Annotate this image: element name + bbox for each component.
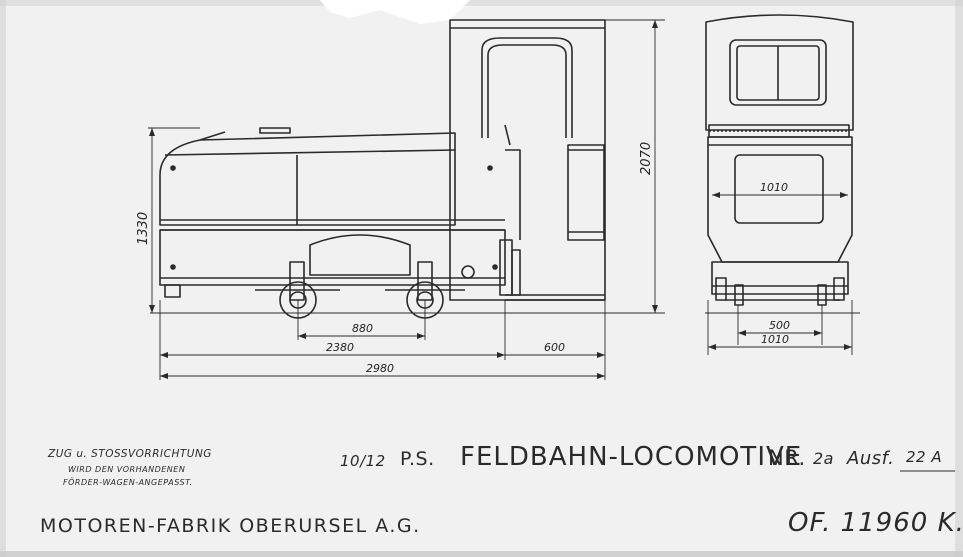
- drawing-number: OF. 11960 K.: [788, 508, 963, 538]
- front-view: [705, 14, 860, 314]
- title-power: 10/12: [340, 452, 386, 470]
- dimension-arrows: [149, 20, 852, 379]
- note-line-2: WIRD DEN VORHANDENEN: [68, 465, 186, 474]
- title-ausf-label: Ausf.: [847, 448, 895, 469]
- dimension-lines: [148, 19, 955, 472]
- dim-height-body: 1330: [136, 211, 151, 245]
- dim-width-front: 1010: [760, 181, 788, 194]
- title-nr-label: NR.: [768, 446, 806, 470]
- dim-width: 1010: [761, 333, 789, 346]
- maker-name: MOTOREN-FABRIK OBERURSEL A.G.: [40, 515, 421, 537]
- dim-total-length: 2980: [366, 362, 394, 375]
- dim-gauge: 500: [769, 319, 790, 332]
- side-view: [150, 19, 665, 319]
- note-line-3: FÖRDER-WAGEN-ANGEPASST.: [63, 478, 193, 487]
- title-nr-value: 2a: [813, 449, 834, 468]
- title-ps: P.S.: [400, 448, 435, 470]
- title-ausf-value: 22 A: [906, 448, 943, 466]
- dim-cab-length: 600: [544, 341, 565, 354]
- dim-wheelbase: 880: [352, 322, 373, 335]
- note-line-1: ZUG u. STOSSVORRICHTUNG: [48, 448, 212, 460]
- dim-body-length: 2380: [326, 341, 354, 354]
- dim-height-total: 2070: [639, 141, 654, 175]
- title-name: FELDBAHN-LOCOMOTIVE: [460, 442, 803, 472]
